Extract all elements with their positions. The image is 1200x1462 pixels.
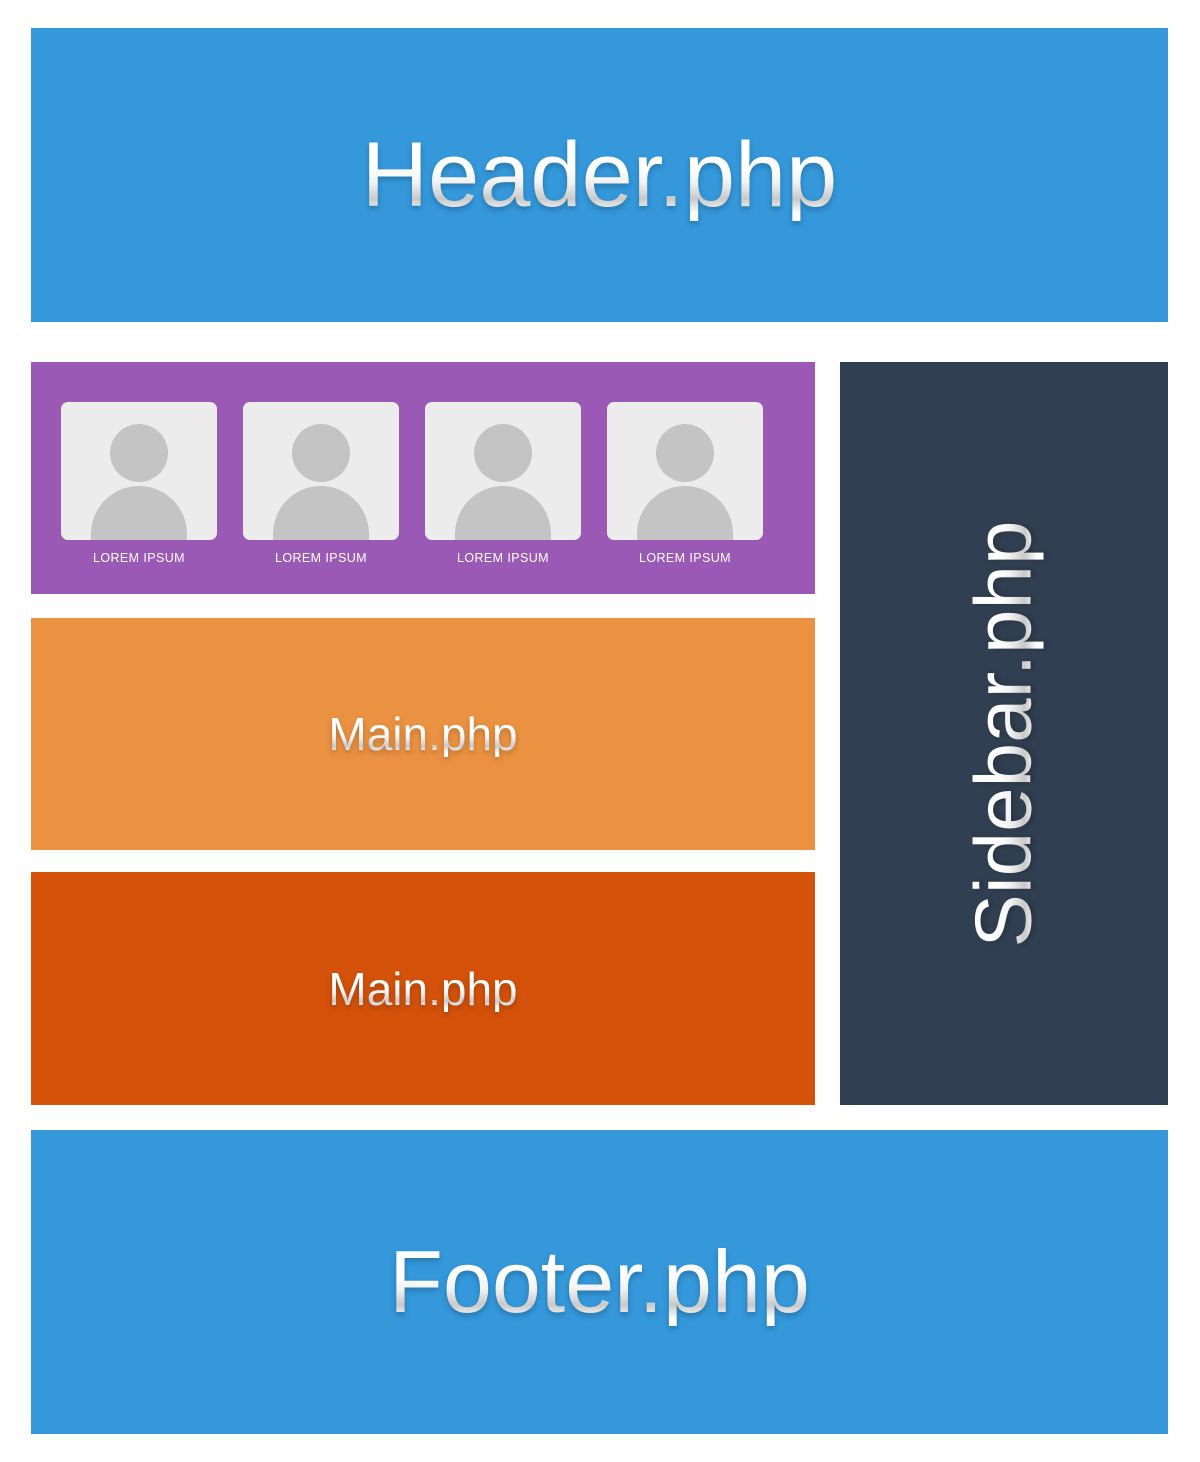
gallery-card-thumbnail bbox=[425, 402, 581, 540]
footer-block-label: Footer.php bbox=[389, 1232, 810, 1331]
header-block-label: Header.php bbox=[361, 124, 838, 226]
sidebar-block[interactable]: Sidebar.php bbox=[840, 362, 1168, 1105]
sidebar-block-label: Sidebar.php bbox=[959, 519, 1048, 948]
user-avatar-placeholder-icon bbox=[474, 424, 532, 482]
main-primary-block-label: Main.php bbox=[328, 708, 518, 760]
main-primary-block[interactable]: Main.php bbox=[31, 618, 815, 850]
gallery-card-thumbnail bbox=[607, 402, 763, 540]
user-avatar-placeholder-icon-body bbox=[455, 486, 551, 540]
user-avatar-placeholder-icon bbox=[656, 424, 714, 482]
gallery-card[interactable]: LOREM IPSUM bbox=[243, 402, 399, 565]
gallery-block[interactable]: LOREM IPSUM LOREM IPSUM LOREM IPSUM LORE… bbox=[31, 362, 815, 594]
user-avatar-placeholder-icon bbox=[292, 424, 350, 482]
gallery-card-caption: LOREM IPSUM bbox=[275, 551, 367, 565]
gallery-card-caption: LOREM IPSUM bbox=[639, 551, 731, 565]
header-block[interactable]: Header.php bbox=[31, 28, 1168, 322]
user-avatar-placeholder-icon-body bbox=[91, 486, 187, 540]
gallery-card[interactable]: LOREM IPSUM bbox=[61, 402, 217, 565]
main-secondary-block[interactable]: Main.php bbox=[31, 872, 815, 1105]
gallery-card-thumbnail bbox=[243, 402, 399, 540]
gallery-card[interactable]: LOREM IPSUM bbox=[607, 402, 763, 565]
user-avatar-placeholder-icon-body bbox=[273, 486, 369, 540]
user-avatar-placeholder-icon bbox=[110, 424, 168, 482]
gallery-card-caption: LOREM IPSUM bbox=[457, 551, 549, 565]
footer-block[interactable]: Footer.php bbox=[31, 1130, 1168, 1434]
gallery-card-thumbnail bbox=[61, 402, 217, 540]
gallery-card-caption: LOREM IPSUM bbox=[93, 551, 185, 565]
gallery-card[interactable]: LOREM IPSUM bbox=[425, 402, 581, 565]
user-avatar-placeholder-icon-body bbox=[637, 486, 733, 540]
main-secondary-block-label: Main.php bbox=[328, 962, 518, 1015]
